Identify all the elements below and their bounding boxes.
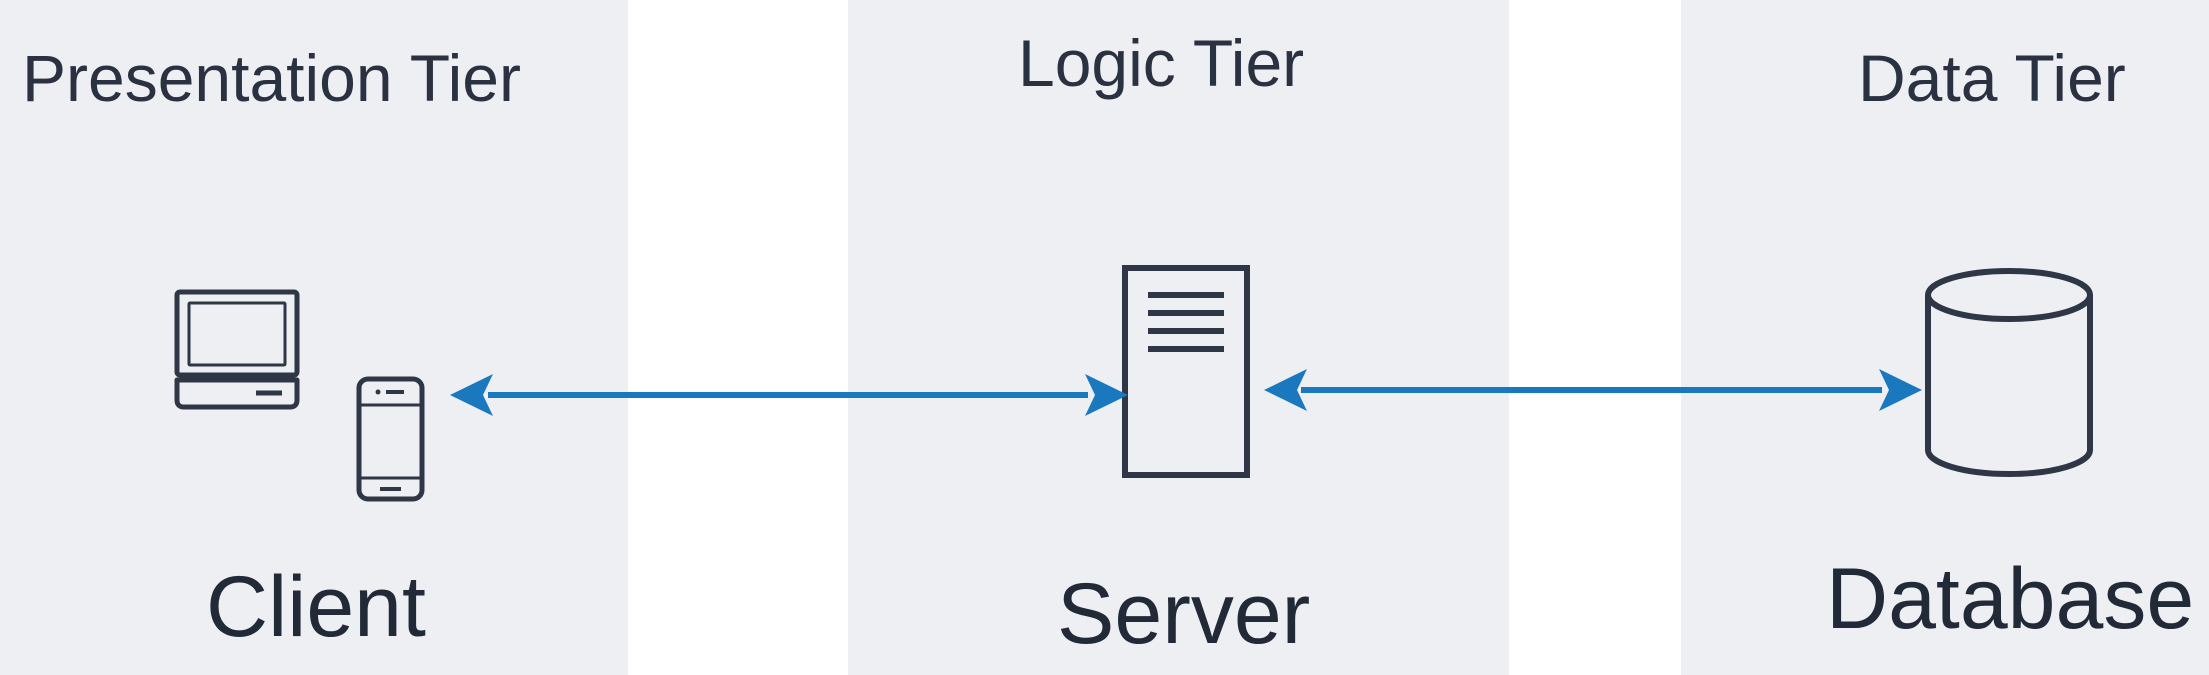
server-label: Server <box>1057 566 1311 662</box>
logic-tier-title: Logic Tier <box>1018 26 1305 100</box>
logic-tier-panel <box>848 0 1509 675</box>
data-tier-title: Data Tier <box>1858 41 2126 115</box>
server-icon <box>1122 265 1250 478</box>
presentation-tier-title: Presentation Tier <box>22 41 521 115</box>
data-tier-panel <box>1681 0 2209 675</box>
presentation-tier-panel <box>0 0 628 675</box>
database-icon <box>1925 268 2093 477</box>
database-label: Database <box>1826 551 2195 647</box>
server-database-arrow <box>1264 369 1922 411</box>
client-label: Client <box>206 559 426 655</box>
client-server-arrow <box>450 374 1128 416</box>
smartphone-icon <box>356 376 425 502</box>
laptop-icon <box>174 289 300 410</box>
